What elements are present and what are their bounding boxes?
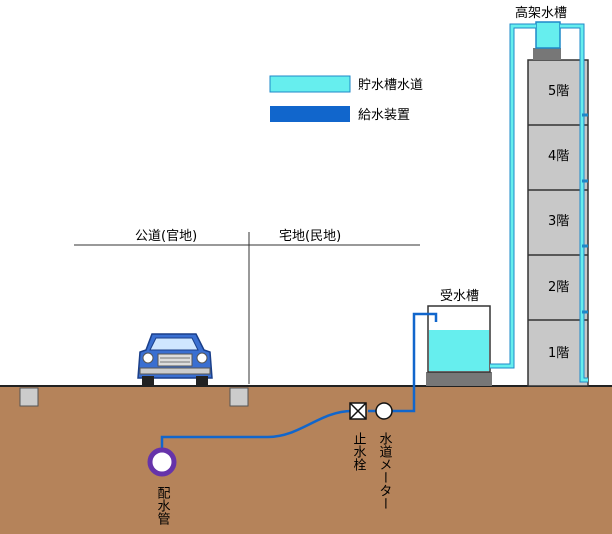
elevated-tank-label: 高架水槽 [515,5,567,21]
storage-pipe [490,23,588,383]
floor-label-5: 5階 [548,84,569,99]
meter-icon [375,402,393,420]
ground [0,386,612,534]
public-land-label: 公道(官地) [135,228,197,244]
boundary-marker-right [229,387,249,407]
receiving-tank-base [426,372,492,386]
floor-label-3: 3階 [548,214,569,229]
legend-supply-label: 給水装置 [358,108,410,123]
pipe-main-icon [147,447,177,477]
elevated-tank-base [533,48,561,60]
floor-label-2: 2階 [548,280,569,295]
boundary-marker-left [19,387,39,407]
valve-icon [349,402,367,420]
floor-label-1: 1階 [548,346,569,361]
legend-storage-swatch [269,75,351,93]
elevated-tank [535,21,561,49]
floor-label-4: 4階 [548,149,569,164]
supply-pipe [160,312,438,452]
stop-valve-label: 止水栓 [351,432,367,471]
water-meter-label: 水道メーター [377,432,393,510]
distribution-main-label: 配水管 [155,486,171,526]
receiving-tank-water [429,330,489,371]
receiving-tank-label: 受水槽 [440,289,479,304]
car-icon [137,333,213,386]
building [527,59,589,387]
private-land-label: 宅地(民地) [279,229,341,244]
legend-storage-label: 貯水槽水道 [358,78,423,93]
legend-supply-swatch [270,106,350,122]
